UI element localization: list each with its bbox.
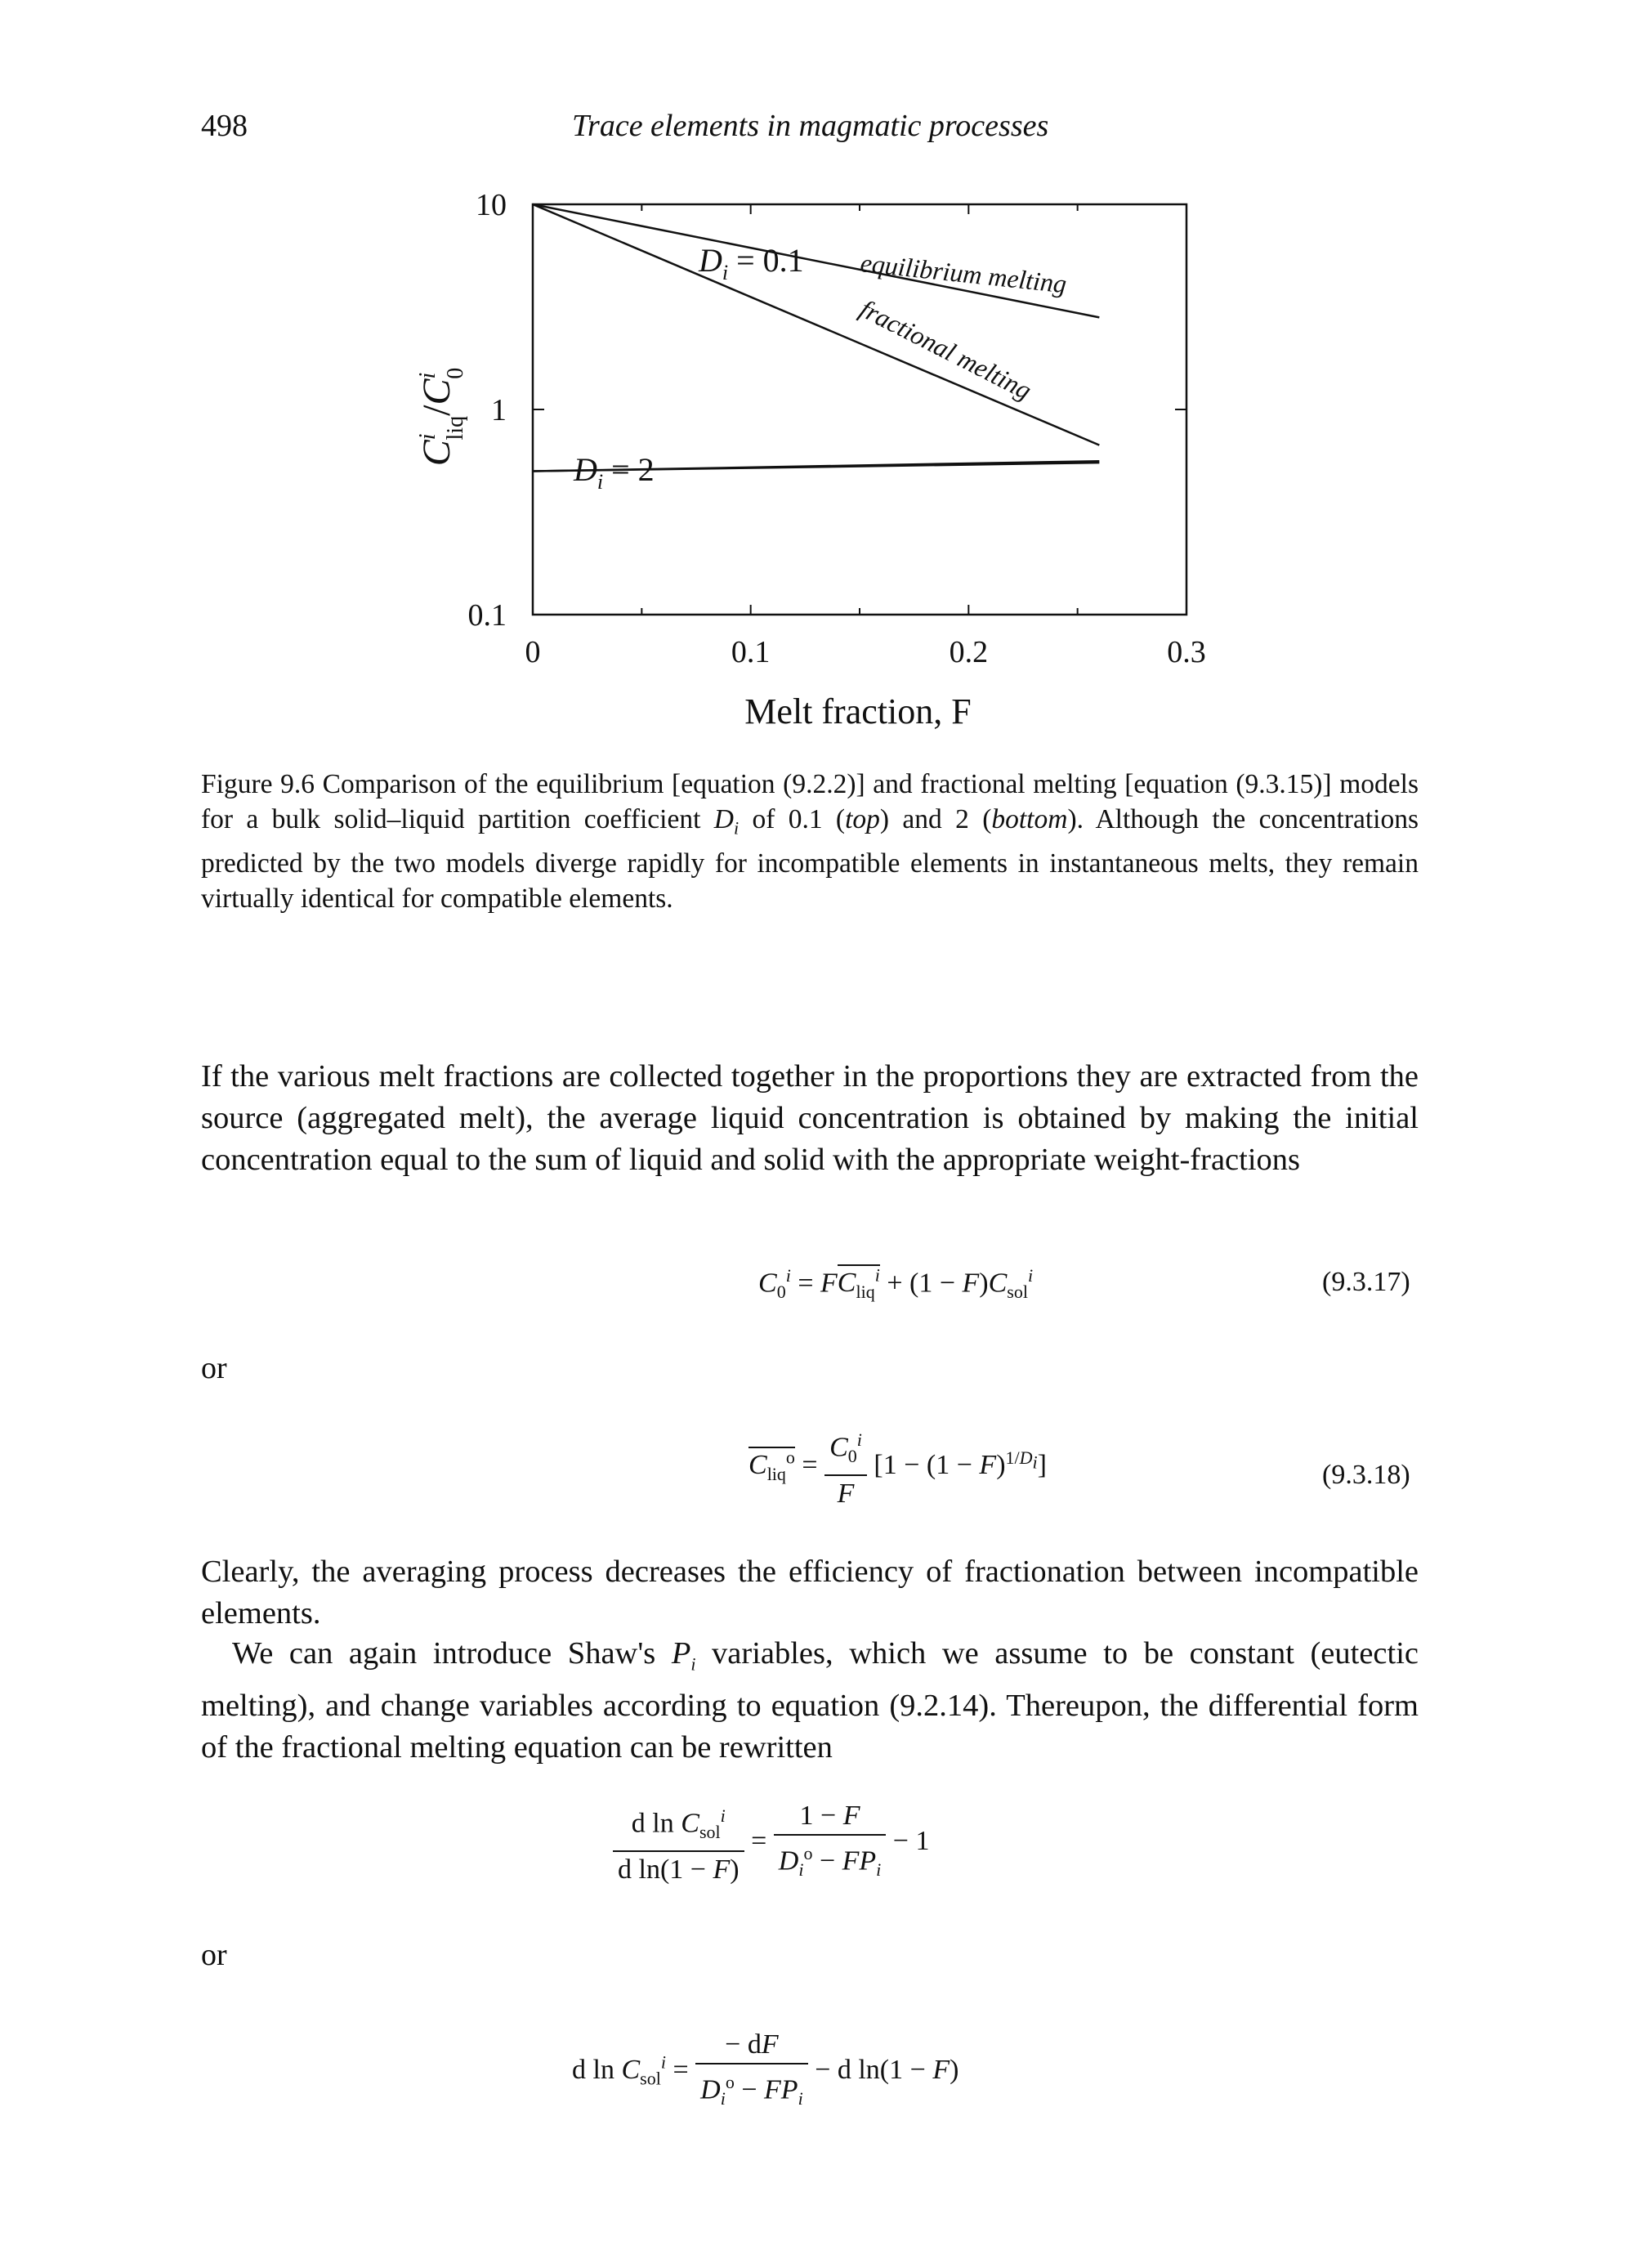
x-tick-label-3: 0.3 bbox=[1167, 635, 1206, 669]
page-number: 498 bbox=[201, 109, 248, 143]
series-line-0 bbox=[532, 203, 1100, 319]
series-line-3 bbox=[532, 461, 1100, 472]
y-axis-tick-labels: 10 1 0.1 bbox=[468, 188, 507, 633]
paragraph-shaw-variables: We can again introduce Shaw's Pi variabl… bbox=[201, 1636, 1419, 1765]
x-axis-title: Melt fraction, F bbox=[744, 691, 971, 731]
equation-number-9-3-18: (9.3.18) bbox=[1322, 1460, 1410, 1490]
series-line-1 bbox=[532, 203, 1100, 446]
paragraph-aggregated-melt: If the various melt fractions are collec… bbox=[201, 1059, 1419, 1177]
x-tick-label-1: 0.1 bbox=[731, 635, 771, 669]
running-title: Trace elements in magmatic processes bbox=[572, 109, 1049, 143]
x-tick-label-2: 0.2 bbox=[950, 635, 989, 669]
x-axis-tick-labels: 0 0.1 0.2 0.3 bbox=[525, 635, 1206, 669]
y-tick-label-1: 1 bbox=[491, 393, 507, 427]
svg-text:Di = 2: Di = 2 bbox=[573, 451, 655, 494]
label-d-01: Di = 0.1 bbox=[698, 242, 804, 284]
label-fractional-melting: fractional melting bbox=[856, 293, 1036, 405]
paragraph-averaging: Clearly, the averaging process decreases… bbox=[201, 1554, 1419, 1631]
x-tick-label-0: 0 bbox=[525, 635, 541, 669]
x-axis-ticks bbox=[532, 204, 1187, 615]
equation-number-9-3-17: (9.3.17) bbox=[1322, 1267, 1410, 1297]
label-d-2: Di = 2 bbox=[573, 451, 655, 494]
connector-or-2: or bbox=[201, 1938, 227, 1972]
connector-or-1: or bbox=[201, 1351, 227, 1385]
y-tick-label-0: 10 bbox=[476, 188, 507, 222]
equation-9-3-17: C0i = FCliqi + (1 − F)Csoli bbox=[758, 1264, 1034, 1303]
figure-caption: Figure 9.6 Comparison of the equilibrium… bbox=[201, 769, 1419, 914]
data-series bbox=[532, 203, 1100, 472]
y-tick-label-2: 0.1 bbox=[468, 598, 507, 633]
svg-text:Di = 0.1: Di = 0.1 bbox=[698, 242, 804, 284]
